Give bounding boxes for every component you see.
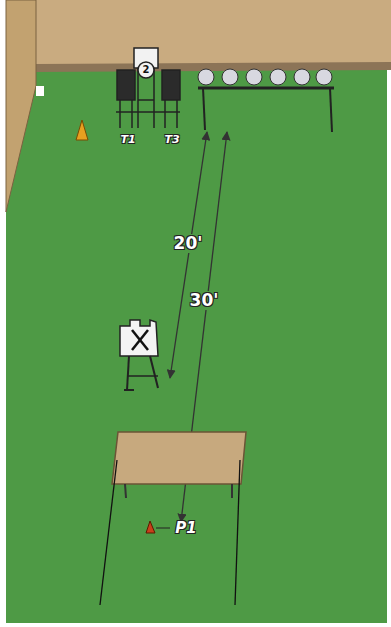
fault-line (100, 460, 117, 605)
position-label: P1 (175, 521, 196, 536)
target-stand (116, 48, 180, 128)
plate-rack (198, 69, 334, 132)
side-wall (6, 0, 36, 212)
dimension-line (170, 132, 207, 378)
table (112, 432, 246, 498)
dimension-label: 20' (172, 234, 205, 253)
grass (6, 0, 387, 623)
wall-gap (36, 86, 44, 96)
back-wall (36, 0, 391, 70)
no-shoot-target (120, 320, 158, 390)
cone (76, 120, 88, 140)
wall-base (36, 62, 391, 72)
target-label: T3 (164, 134, 179, 145)
fault-line (235, 460, 240, 605)
cone (146, 521, 155, 533)
target-number: 2 (143, 65, 150, 75)
dimension-label: 30' (188, 291, 221, 310)
target-label: T1 (120, 134, 135, 145)
leader-line (156, 528, 170, 529)
